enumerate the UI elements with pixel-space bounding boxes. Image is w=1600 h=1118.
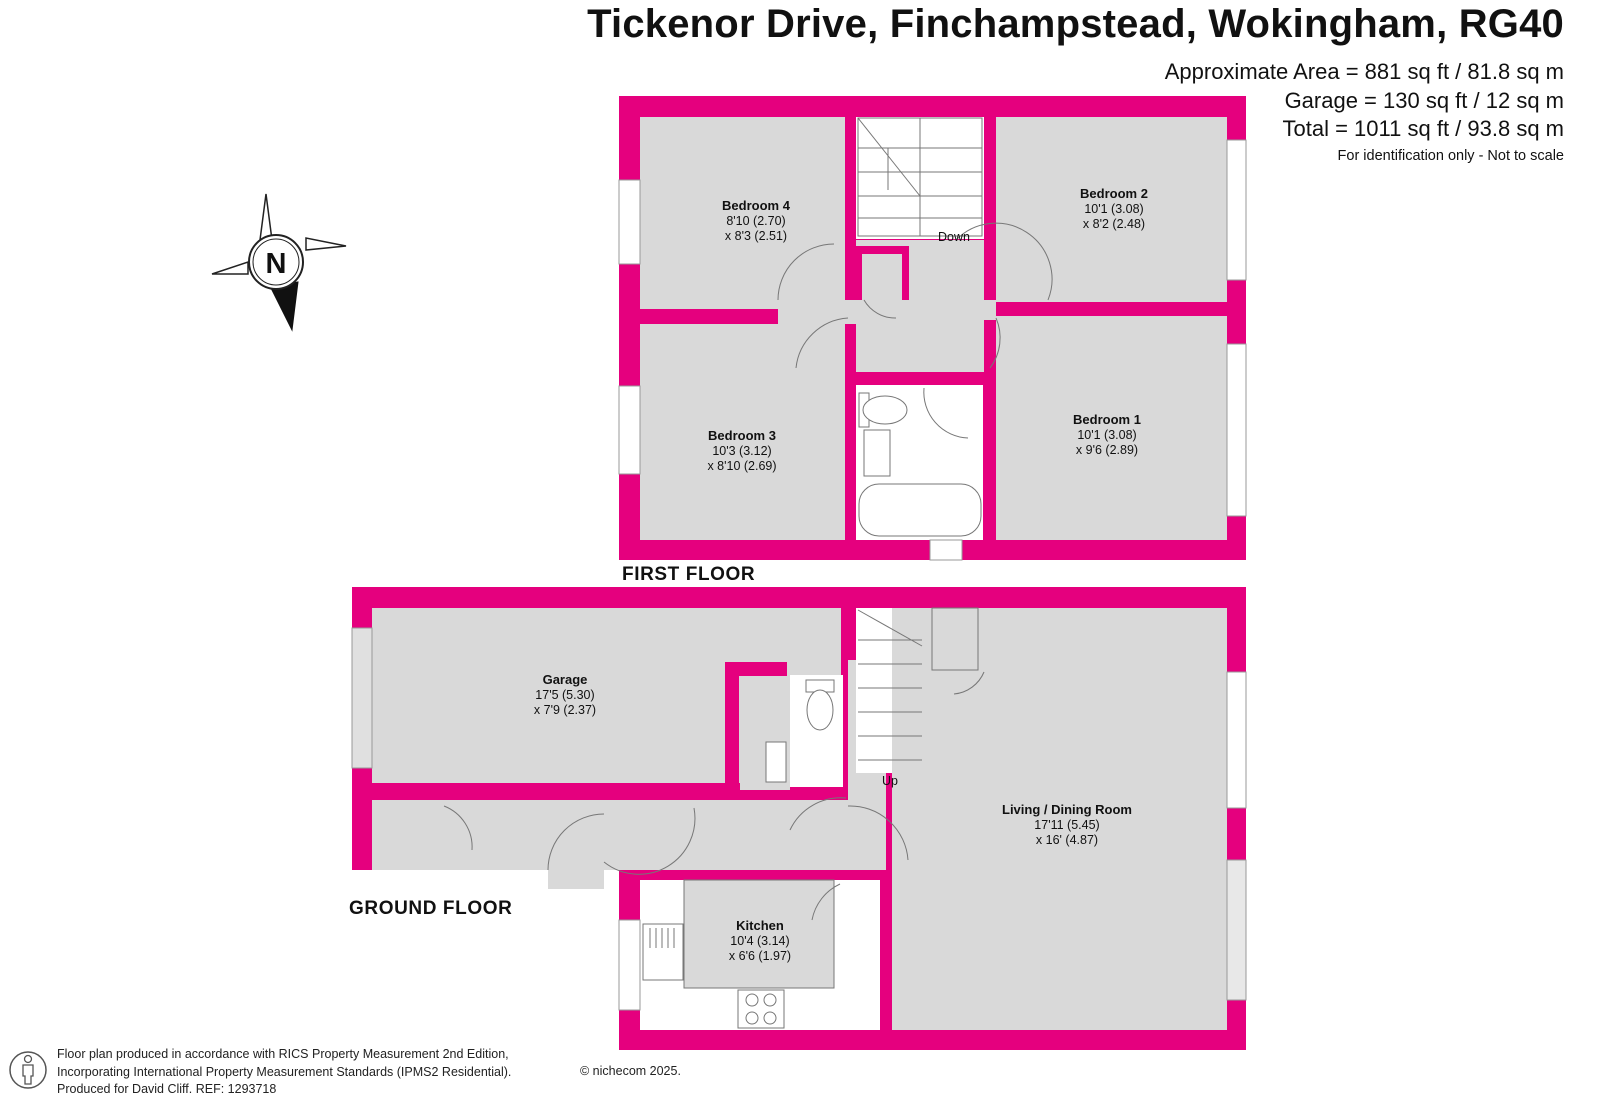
footer-line-1: Floor plan produced in accordance with R…: [57, 1047, 509, 1061]
stairs-down-label: Down: [938, 230, 970, 244]
total-area: Total = 1011 sq ft / 93.8 sq m: [1282, 116, 1564, 141]
room-label-bedroom2: Bedroom 2 10'1 (3.08) x 8'2 (2.48): [1080, 186, 1148, 231]
room-label-bedroom4: Bedroom 4 8'10 (2.70) x 8'3 (2.51): [722, 198, 790, 243]
room-label-kitchen: Kitchen 10'4 (3.14) x 6'6 (1.97): [728, 918, 792, 963]
property-address-title: Tickenor Drive, Finchampstead, Wokingham…: [587, 2, 1564, 46]
bedroom3-area: [640, 324, 845, 540]
identification-note: For identification only - Not to scale: [1337, 147, 1564, 164]
copyright-notice: © nichecom 2025.: [580, 1064, 681, 1078]
approximate-area: Approximate Area = 881 sq ft / 81.8 sq m: [1164, 59, 1564, 84]
living-dining-area: [892, 608, 1227, 1030]
footer-line-2: Incorporating International Property Mea…: [57, 1064, 512, 1079]
area-summary: Approximate Area = 881 sq ft / 81.8 sq m…: [1165, 58, 1564, 168]
compass-icon: N: [211, 193, 347, 332]
ground-floor-plan: [351, 587, 1247, 1059]
room-label-bedroom1: Bedroom 1 10'1 (3.08) x 9'6 (2.89): [1073, 412, 1141, 457]
bedroom4-area: [640, 117, 845, 309]
footer-line-3: Produced for David Cliff. REF: 1293718: [57, 1082, 277, 1096]
bedroom1-area: [996, 316, 1227, 540]
measurement-standard-icon: [9, 1051, 47, 1089]
room-label-bedroom3: Bedroom 3 10'3 (3.12) x 8'10 (2.69): [707, 428, 777, 473]
stairs-up-label: Up: [882, 774, 898, 788]
bedroom2-area: [996, 117, 1227, 302]
garage-area: Garage = 130 sq ft / 12 sq m: [1284, 87, 1564, 113]
compass-north-label: N: [266, 248, 287, 280]
footer-disclaimer: Floor plan produced in accordance with R…: [57, 1046, 511, 1099]
first-floor-plan: [618, 96, 1247, 561]
first-floor-label: FIRST FLOOR: [622, 564, 756, 585]
hallway-area: [372, 800, 872, 870]
room-label-garage: Garage 17'5 (5.30) x 7'9 (2.37): [533, 672, 597, 717]
room-label-living-dining: Living / Dining Room 17'11 (5.45) x 16' …: [1002, 802, 1132, 847]
ground-floor-label: GROUND FLOOR: [349, 898, 513, 919]
